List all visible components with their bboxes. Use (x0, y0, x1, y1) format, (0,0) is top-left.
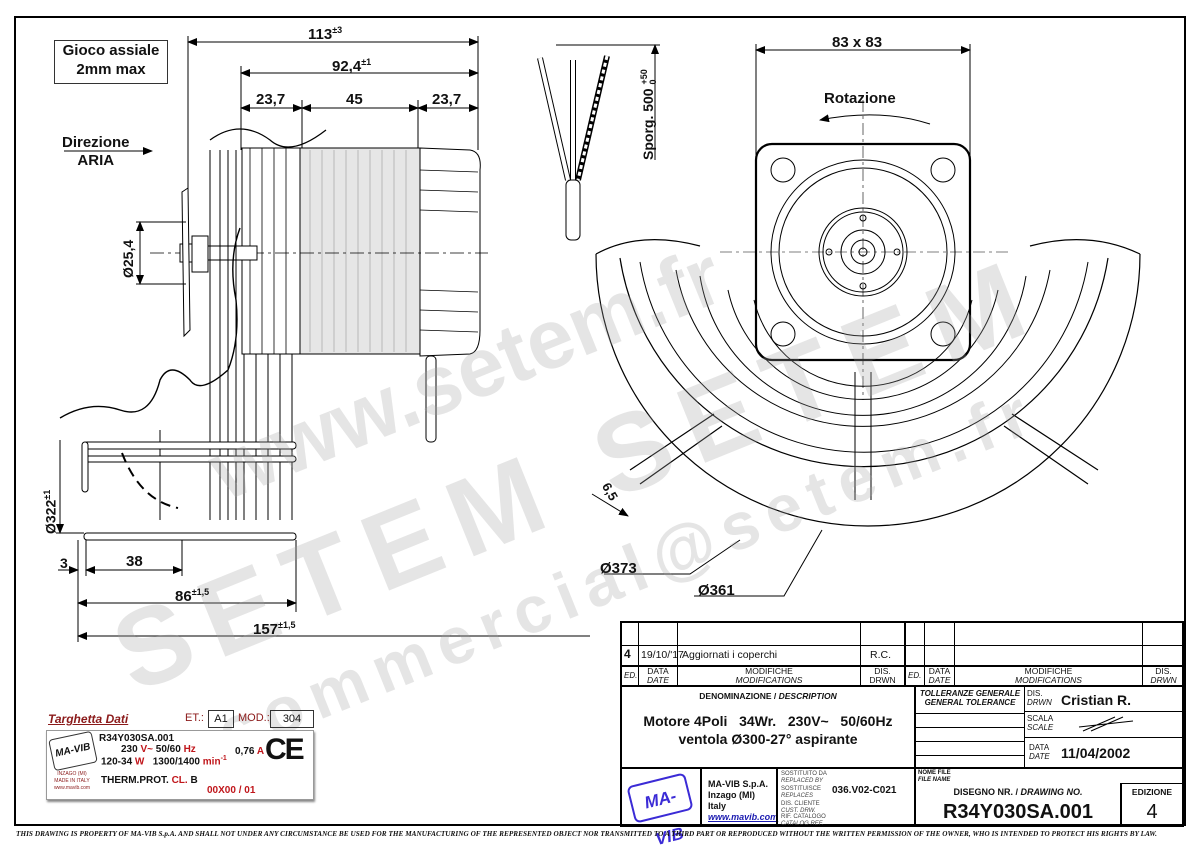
scale-none-mark (1078, 716, 1134, 732)
drawing-number-label: DISEGNO NR. / DRAWING NO. (953, 787, 1083, 797)
dim-83x83: 83 x 83 (832, 34, 883, 51)
nameplate-power-speed: 120-34 W 1300/1400 min-1 (101, 755, 227, 768)
company-country: Italy (708, 801, 727, 811)
company-city: Inzago (MI) (708, 790, 755, 800)
dim-45: 45 (346, 91, 363, 108)
rev-header-drwn: DIS.DRWN (869, 666, 896, 685)
motor-stator (299, 147, 421, 355)
dim-23-7-front: 23,7 (256, 91, 286, 108)
guard-rail-mid (83, 455, 297, 463)
rev-header-ed: ED. (624, 671, 638, 680)
rev-header-ed-2: ED. (908, 671, 922, 680)
dim-grille-inner: Ø361 (698, 582, 735, 599)
description-line1: Motore 4Poli 34Wr. 230V~ 50/60Hz (643, 713, 893, 729)
nameplate-logo: MA-VIB (48, 730, 98, 772)
dim-fan-diameter: Ø322±1 (42, 489, 59, 534)
et-value: A1 (208, 710, 234, 728)
axial-play-line2: 2mm max (76, 61, 146, 78)
cable-wires (537, 55, 610, 241)
copyright-footer: THIS DRAWING IS PROPERTY OF MA-VIB S.p.A… (16, 830, 1158, 838)
air-direction-note: Direzione ARIA (62, 134, 130, 170)
mod-label: MOD.: (238, 712, 270, 724)
company-name: MA-VIB S.p.A. (708, 779, 768, 789)
rev-ed: 4 (624, 647, 631, 661)
et-label: ET.: (185, 712, 204, 724)
axial-play-line1: Gioco assiale (62, 42, 160, 59)
description-line2: ventola Ø300-27° aspirante (678, 731, 858, 747)
nameplate-current: 0,76 A (235, 746, 265, 757)
nameplate-voltage-freq: 230 V~ 50/60 Hz (121, 744, 196, 755)
drawn-label: DIS.DRWN (1027, 689, 1052, 707)
rev-modification: Aggiornati i coperchi (682, 649, 778, 661)
fan-hub-disc (181, 187, 191, 338)
rev-header-drwn-2: DIS.DRWN (1150, 666, 1177, 685)
rev-drawn: R.C. (870, 649, 891, 661)
dim-113: 113±3 (308, 25, 343, 43)
dim-23-7-rear: 23,7 (432, 91, 462, 108)
rev-date: 19/10/'17 (641, 649, 684, 661)
rotation-note: Rotazione (824, 90, 896, 107)
cable-exit (425, 355, 437, 443)
air-direction-line1: Direzione (62, 134, 130, 151)
drawing-number: R34Y030SA.001 (942, 801, 1094, 823)
drawn-by: Cristian R. (1061, 692, 1132, 708)
nameplate-batch: 00X00 / 01 (207, 785, 256, 796)
company-url[interactable]: www.mavib.com (708, 812, 779, 822)
guard-rail-top (83, 441, 297, 450)
nameplate-title: Targhetta Dati (48, 712, 129, 726)
dim-92-4: 92,4±1 (332, 57, 372, 75)
dim-3: 3 (60, 555, 68, 571)
edition-label: EDIZIONE (1131, 787, 1173, 797)
drawing-date: 11/04/2002 (1061, 745, 1131, 761)
air-direction-line2: ARIA (77, 152, 115, 169)
dim-hub-diameter: Ø25,4 (120, 239, 136, 278)
motor-shaft (204, 245, 258, 261)
replaces-value: 036.V02-C021 (832, 785, 897, 796)
ce-mark: CE (265, 733, 305, 766)
dim-86: 86±1,5 (175, 587, 210, 605)
axial-play-note: Gioco assiale 2mm max (54, 40, 168, 84)
company-logo: MA-VIB (626, 772, 694, 849)
nameplate-thermal: THERM.PROT. CL. B (101, 775, 198, 786)
company-info: MA-VIB S.p.A. Inzago (MI) Italy www.mavi… (702, 769, 779, 827)
guard-rail-bottom (83, 532, 297, 541)
dim-38: 38 (126, 553, 143, 570)
revision-table-left: 4 19/10/'17 Aggiornati i coperchi R.C. E… (622, 623, 904, 685)
drawing-sheet-border (14, 16, 1186, 826)
nameplate-code: R34Y030SA.001 (99, 733, 175, 744)
motor-rear-cover (419, 147, 481, 357)
mod-value: 304 (270, 710, 314, 728)
edition-number: 4 (1146, 801, 1158, 823)
description-label: DENOMINAZIONE / DESCRIPTION (699, 691, 837, 701)
dim-157: 157±1,5 (253, 620, 296, 638)
title-block: 4 19/10/'17 Aggiornati i coperchi R.C. E… (620, 621, 1184, 849)
hub (191, 235, 209, 273)
company-logo-cell: MA-VIB (622, 769, 700, 849)
description-cell: DENOMINAZIONE / DESCRIPTION Motore 4Poli… (622, 687, 914, 771)
dim-grille-outer: Ø373 (600, 560, 637, 577)
rotation-arrow (819, 114, 931, 125)
